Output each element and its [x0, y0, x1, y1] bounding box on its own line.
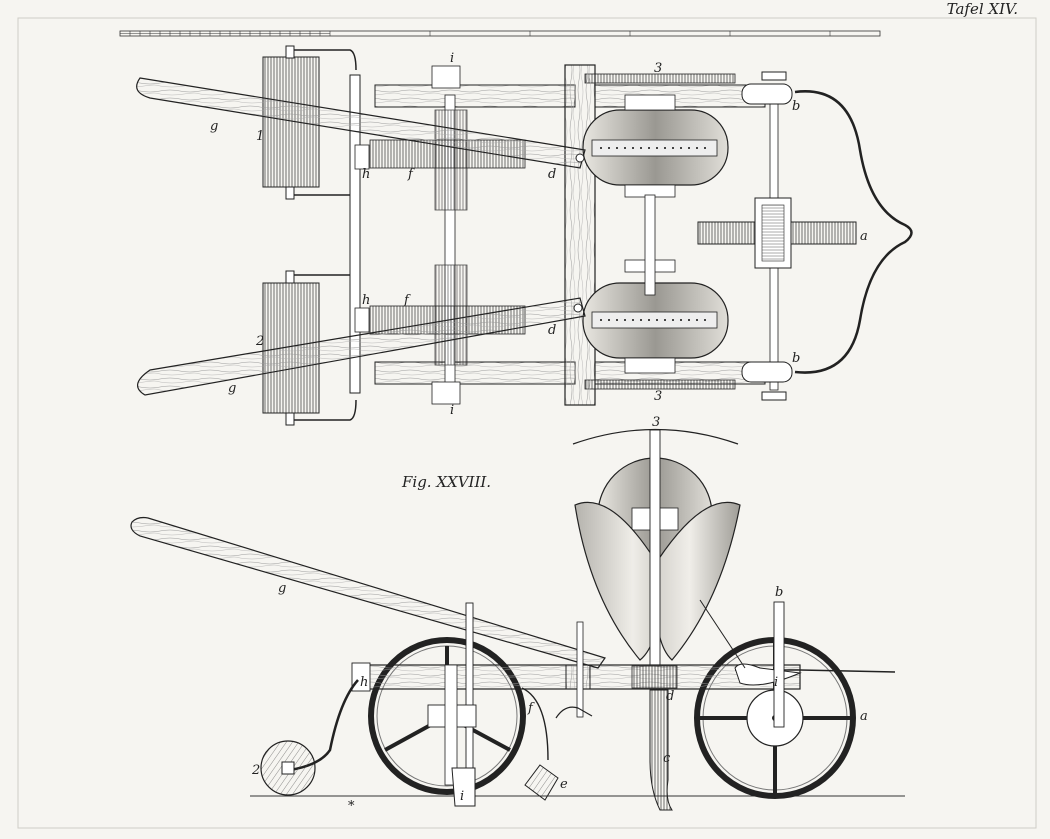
plate-border: [17, 17, 1037, 829]
label-hook: e: [560, 777, 568, 792]
center-rod: [649, 429, 661, 666]
seed-disc-lower: [582, 259, 729, 374]
label-front-i: i: [460, 789, 464, 804]
label-roller-upper: 1: [256, 129, 264, 144]
top-view: g g 1 2 i i h h f f d d 3 3 b b a: [136, 45, 913, 426]
label-tine: c: [663, 751, 671, 766]
label-gear-wheel: a: [860, 229, 868, 244]
label-side-handle: g: [278, 581, 286, 596]
label-joint-upper: d: [548, 167, 556, 182]
bracket-lower: [741, 361, 793, 383]
label-handle-lower: g: [228, 381, 236, 396]
rack-lower: [584, 379, 736, 390]
label-roller-lower: 2: [255, 334, 264, 349]
label-side-share: f: [527, 701, 535, 716]
label-handle-upper: g: [210, 119, 218, 134]
bracket-upper: [741, 83, 793, 105]
main-post: [564, 64, 596, 406]
label-coupling-upper: h: [362, 167, 370, 182]
label-side-joint: d: [666, 689, 674, 704]
wheel-top-arc: [572, 428, 739, 445]
label-slot-i: i: [774, 675, 778, 690]
scale-ruler: [119, 30, 881, 37]
label-wheel-top: 3: [652, 415, 660, 430]
side-handle: [130, 516, 606, 669]
label-rack-lower: 3: [654, 389, 662, 404]
label-rod-lower: i: [450, 403, 454, 418]
label-rack-upper: 3: [654, 61, 662, 76]
label-post-b: b: [775, 585, 783, 600]
drawbar-loop: [794, 90, 913, 374]
side-post-b: [773, 601, 785, 728]
label-bracket-upper: b: [792, 99, 800, 114]
label-side-coupling: h: [360, 675, 368, 690]
handle-lower: [137, 297, 586, 396]
label-rod-upper: i: [450, 51, 454, 66]
label-rear-wheel: a: [860, 709, 868, 724]
tine: [649, 689, 673, 811]
figure-label: Fig. XXVIII.: [401, 473, 491, 491]
front-crossbar: [349, 74, 361, 394]
side-view: 3 g b h f d i a 2 c e i *: [130, 415, 905, 814]
label-bracket-lower: b: [792, 351, 800, 366]
label-coupling-lower: h: [362, 293, 370, 308]
frame-beam-upper: [374, 84, 576, 108]
frame-beam-lower: [374, 361, 576, 385]
label-share-lower: f: [403, 293, 411, 308]
label-side-roller: 2: [251, 763, 260, 778]
label-joint-lower: d: [548, 323, 556, 338]
seed-disc-upper: [582, 94, 729, 198]
handle-upper: [136, 77, 586, 169]
label-share-upper: f: [407, 167, 415, 182]
gear-wheel: [697, 197, 857, 269]
plate-label: Tafel XIV.: [947, 0, 1018, 18]
label-small-mark: *: [348, 799, 355, 814]
